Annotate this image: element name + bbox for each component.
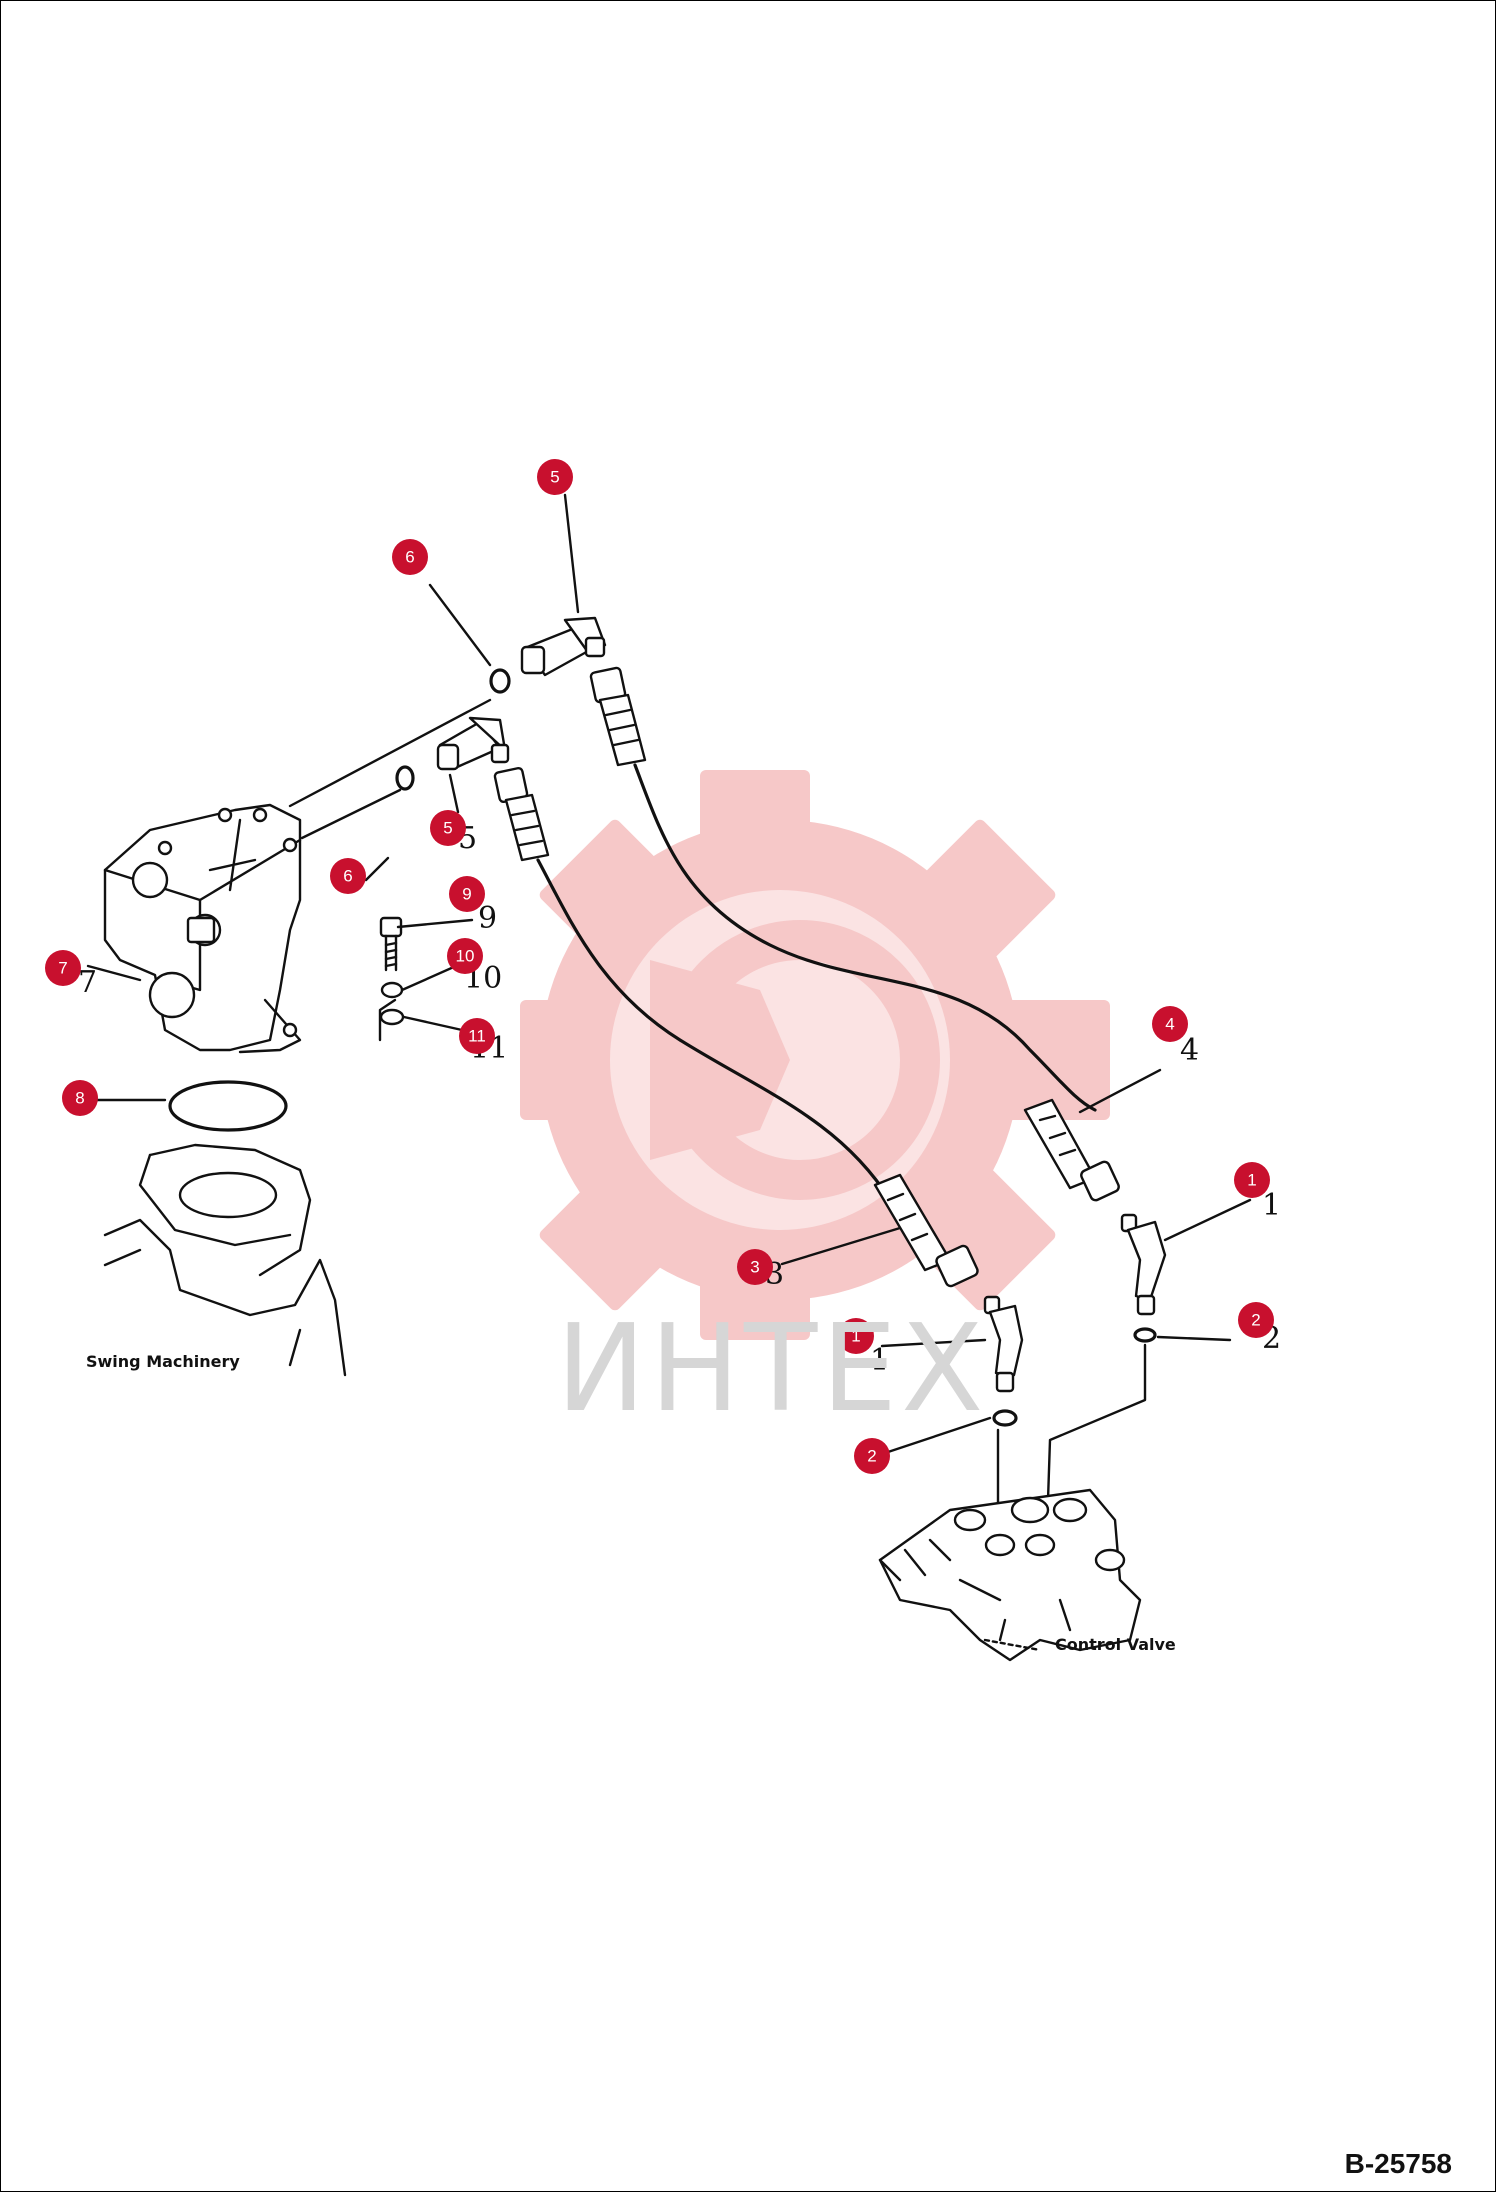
hose-lower	[493, 766, 979, 1288]
svg-text:5: 5	[550, 468, 559, 487]
elbow-fitting-right	[1120, 1213, 1167, 1316]
callout-badge[interactable]: 4	[1152, 1006, 1188, 1042]
callout-badge[interactable]: 1	[838, 1318, 874, 1354]
hand-number: 1	[870, 1343, 889, 1378]
callout-badge[interactable]: 2	[1238, 1302, 1274, 1338]
svg-text:2: 2	[1251, 1311, 1260, 1330]
callout-badge[interactable]: 10	[447, 938, 483, 974]
svg-text:5: 5	[443, 819, 452, 838]
callout-badge[interactable]: 9	[449, 876, 485, 912]
swing-mount-part	[103, 1143, 347, 1377]
swing-machinery-label: Swing Machinery	[86, 1352, 240, 1371]
svg-text:3: 3	[750, 1258, 759, 1277]
o-ring-6a	[489, 668, 511, 694]
callout-badge[interactable]: 3	[737, 1249, 773, 1285]
callout-badge[interactable]: 2	[854, 1438, 890, 1474]
watermark-text: ИНТЕХ	[556, 1300, 988, 1439]
elbow-fitting-upper	[520, 616, 607, 677]
svg-text:1: 1	[851, 1327, 860, 1346]
callout-badge[interactable]: 6	[330, 858, 366, 894]
document-number: B-25758	[1344, 2148, 1452, 2179]
o-ring-2b	[992, 1409, 1018, 1427]
svg-text:6: 6	[343, 867, 352, 886]
callout-badge[interactable]: 1	[1234, 1162, 1270, 1198]
o-ring-2a	[1133, 1327, 1157, 1343]
svg-text:1: 1	[1247, 1171, 1256, 1190]
callout-badge[interactable]: 5	[537, 459, 573, 495]
callout-badge[interactable]: 11	[459, 1018, 495, 1054]
hand-numbers: 5 9 10 11 7 4 1 2 3 1	[78, 821, 1281, 1378]
leader-lines	[86, 493, 1252, 1454]
callout-badge[interactable]: 5	[430, 810, 466, 846]
callout-badge[interactable]: 8	[62, 1080, 98, 1116]
control-valve-label: Control Valve	[1055, 1635, 1176, 1654]
washer-part	[380, 981, 404, 999]
o-ring-6b	[395, 765, 415, 791]
swing-machinery-part	[103, 803, 302, 1054]
hose-upper	[589, 666, 1120, 1202]
svg-text:11: 11	[468, 1027, 486, 1046]
svg-text:9: 9	[462, 885, 471, 904]
callout-badge[interactable]: 6	[392, 539, 428, 575]
hand-number: 1	[1262, 1188, 1281, 1223]
hand-number: 4	[1180, 1033, 1199, 1068]
svg-text:6: 6	[405, 548, 414, 567]
washer-part-2	[379, 1008, 405, 1026]
callout-badge[interactable]: 7	[45, 950, 81, 986]
hand-number: 7	[78, 965, 97, 1000]
hand-number: 9	[478, 901, 497, 936]
svg-text:10: 10	[456, 947, 475, 966]
control-valve-part	[878, 1488, 1142, 1662]
svg-text:2: 2	[867, 1447, 876, 1466]
o-ring-part	[168, 1080, 288, 1132]
callout-badges: 5 6 5 6 9 10 11 7 8 4 1 2 3 1 2	[45, 459, 1274, 1474]
svg-text:8: 8	[75, 1089, 84, 1108]
svg-text:4: 4	[1165, 1015, 1174, 1034]
svg-text:7: 7	[58, 959, 67, 978]
elbow-fitting-lower	[436, 716, 510, 771]
elbow-fitting-middle	[983, 1295, 1024, 1393]
